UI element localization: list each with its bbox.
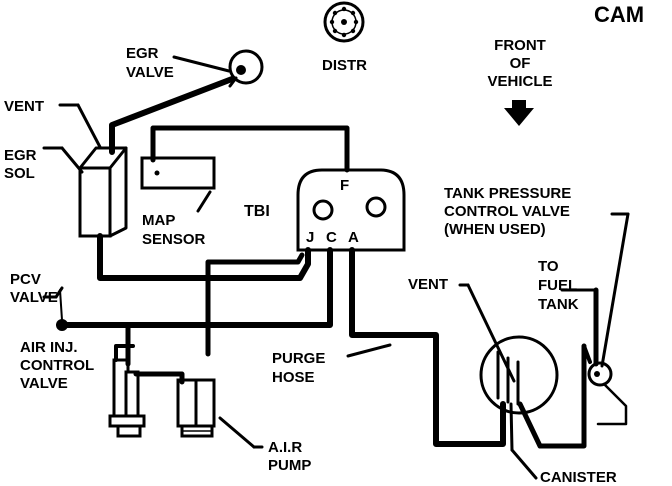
vent-top-label: VENT — [4, 98, 44, 115]
air-inj-valve-label-2: CONTROL — [20, 357, 94, 374]
air-pump-icon — [176, 378, 216, 438]
to-fuel-tank-label-3: TANK — [538, 296, 579, 313]
pcv-valve-label-2: VALVE — [10, 289, 58, 306]
air-inj-valve-label-3: VALVE — [20, 375, 68, 392]
tbi-port-a-label: A — [348, 229, 359, 246]
canister-icon — [479, 335, 559, 415]
tbi-unit — [296, 168, 406, 252]
egr-sol-label-2: SOL — [4, 165, 35, 182]
air-inj-valve-label-1: AIR INJ. — [20, 339, 78, 356]
tbi-port-j-label: J — [306, 229, 314, 246]
egr-sol-label-1: EGR — [4, 147, 37, 164]
distributor-icon — [323, 1, 365, 43]
egr-valve-label-1: EGR — [126, 45, 159, 62]
to-fuel-tank-label-1: TO — [538, 258, 559, 275]
air-pump-label-1: A.I.R — [268, 439, 302, 456]
tbi-port-c-label: C — [326, 229, 337, 246]
purge-hose-label-2: HOSE — [272, 369, 315, 386]
canister-label: CANISTER — [540, 469, 617, 486]
air-inj-control-valve — [108, 358, 146, 438]
map-sensor — [140, 156, 216, 190]
to-fuel-tank-label-2: FUEL — [538, 277, 577, 294]
egr-solenoid — [78, 146, 128, 238]
tank-pressure-valve-label-2: CONTROL VALVE — [444, 203, 570, 220]
egr-valve-label-2: VALVE — [126, 64, 174, 81]
vacuum-hoses — [59, 76, 599, 449]
front-of-vehicle-label-2: OF — [510, 55, 531, 72]
map-sensor-label-2: SENSOR — [142, 231, 206, 248]
air-pump-label-2: PUMP — [268, 457, 311, 474]
leader-lines — [42, 55, 630, 480]
purge-hose-label-1: PURGE — [272, 350, 325, 367]
tank-pressure-valve-label-1: TANK PRESSURE — [444, 185, 571, 202]
tank-pressure-control-valve — [587, 361, 628, 426]
egr-valve-icon — [228, 49, 264, 88]
tbi-port-f-label: F — [340, 177, 349, 194]
tbi-label: TBI — [244, 203, 270, 220]
diagram-code-label: CAM — [594, 2, 644, 27]
front-of-vehicle-label-1: FRONT — [494, 37, 546, 54]
pcv-valve-label-1: PCV — [10, 271, 41, 288]
map-sensor-label-1: MAP — [142, 212, 175, 229]
front-arrow-icon — [504, 100, 534, 126]
tank-pressure-valve-label-3: (WHEN USED) — [444, 221, 546, 238]
front-of-vehicle-label-3: VEHICLE — [487, 73, 552, 90]
vent-canister-label: VENT — [408, 276, 448, 293]
distributor-label: DISTR — [322, 57, 367, 74]
